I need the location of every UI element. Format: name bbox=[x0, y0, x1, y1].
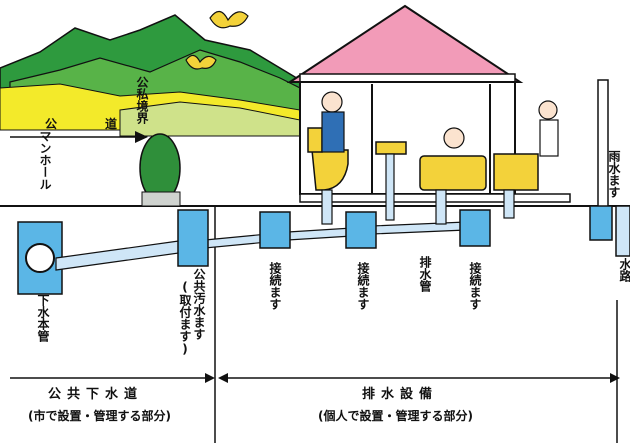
waterway-label: 水路 bbox=[618, 258, 630, 282]
public-section-arrow-head bbox=[205, 373, 215, 383]
shrub-base bbox=[141, 191, 181, 207]
road-label: 公 道 bbox=[45, 117, 136, 131]
rain-basin-label: 雨水ます bbox=[607, 150, 621, 198]
house-floor bbox=[299, 193, 571, 203]
connection-basin-2-label: 接続ます bbox=[356, 262, 370, 310]
sink bbox=[375, 141, 407, 155]
manhole-label: マンホール bbox=[38, 130, 52, 190]
person-body bbox=[321, 111, 345, 153]
road-arrow-head bbox=[135, 131, 148, 143]
public-sewage-basin bbox=[177, 209, 209, 267]
connection-basin bbox=[459, 209, 491, 247]
bird-icon bbox=[185, 54, 217, 70]
waterway bbox=[615, 205, 630, 257]
person-head bbox=[538, 100, 558, 120]
public-section-title: 公共下水道 bbox=[48, 387, 144, 402]
bird-icon bbox=[209, 10, 249, 29]
public-sewage-basin-label: 公共汚水ます bbox=[192, 268, 206, 340]
person-head bbox=[443, 127, 465, 149]
private-section-subtitle: (個人で設置・管理する部分) bbox=[318, 409, 473, 423]
bathtub bbox=[419, 155, 487, 191]
sewer-main-pipe-cross-section bbox=[25, 243, 55, 273]
drain-pipe bbox=[371, 221, 467, 235]
connection-basin-3-label: 接続ます bbox=[468, 262, 482, 310]
riser-pipe bbox=[321, 189, 333, 225]
drain-pipe bbox=[55, 239, 187, 271]
sewer-main-label: 下水本管 bbox=[36, 294, 50, 342]
riser-pipe bbox=[503, 189, 515, 219]
private-section-arrow-head-right bbox=[610, 373, 620, 383]
connection-basin bbox=[259, 211, 291, 249]
drain-pipe-label: 排水管 bbox=[418, 256, 432, 292]
public-section-subtitle: (市で設置・管理する部分) bbox=[28, 409, 171, 423]
house-roof bbox=[286, 4, 524, 83]
private-section-title: 排水設備 bbox=[362, 387, 439, 402]
person-head bbox=[321, 91, 343, 113]
connection-basin bbox=[345, 211, 377, 249]
public-sewage-basin-note: (取付ます) bbox=[178, 280, 192, 356]
person-body bbox=[539, 119, 559, 157]
riser-pipe bbox=[385, 153, 395, 221]
riser-pipe bbox=[435, 189, 447, 225]
toilet-tank bbox=[307, 127, 323, 153]
rain-basin bbox=[589, 205, 613, 241]
drain-pipe bbox=[287, 227, 353, 241]
public-private-boundary-label: 公私境界 bbox=[135, 76, 149, 124]
private-section-arrow-head-left bbox=[218, 373, 228, 383]
connection-basin-1-label: 接続ます bbox=[268, 262, 282, 310]
kitchen-sink bbox=[493, 153, 539, 191]
